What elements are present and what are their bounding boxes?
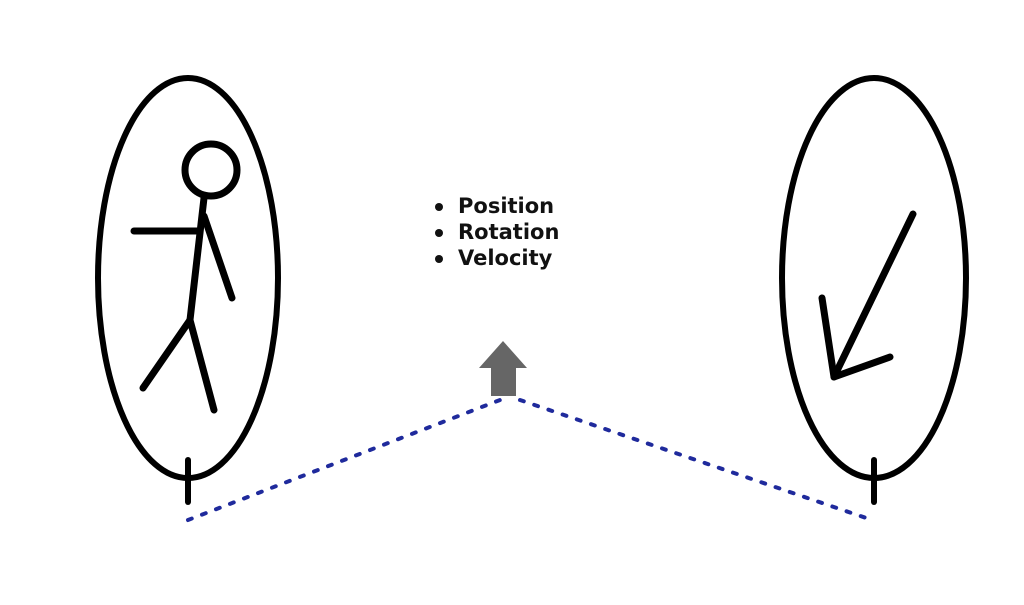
dotted-links	[186, 398, 874, 522]
up-arrow-icon	[479, 341, 527, 396]
dotted-link-left	[186, 398, 502, 522]
dotted-link-right	[518, 398, 874, 522]
right-ellipse	[779, 75, 969, 481]
stick-figure-icon	[130, 140, 241, 414]
left-object	[95, 75, 281, 505]
list-item: Position	[432, 193, 559, 219]
left-ellipse	[95, 75, 281, 481]
list-item: Velocity	[432, 245, 559, 271]
properties-list: Position Rotation Velocity	[432, 193, 559, 271]
list-item: Rotation	[432, 219, 559, 245]
right-object	[779, 75, 969, 505]
down-left-arrow-icon	[818, 210, 917, 381]
